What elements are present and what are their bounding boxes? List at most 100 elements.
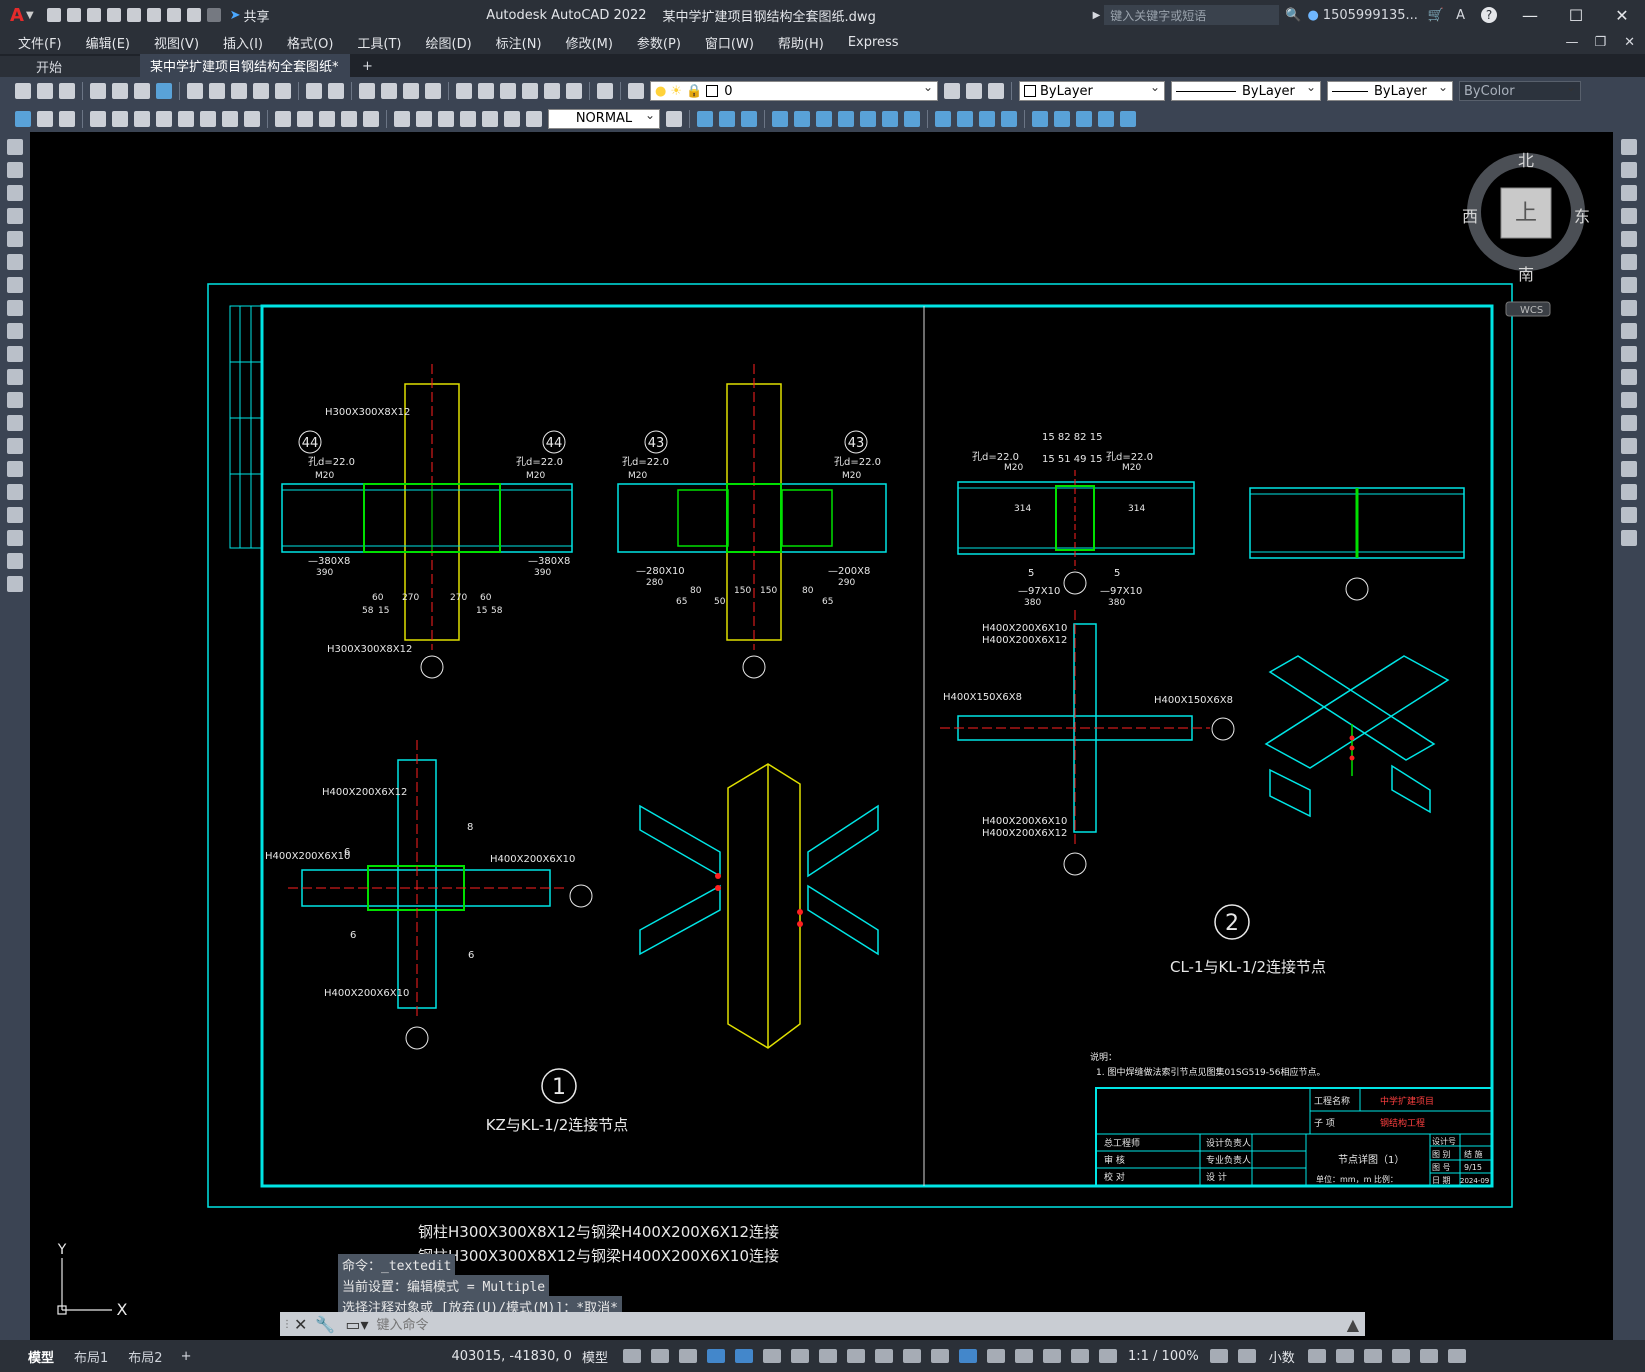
- insert-block-icon[interactable]: [7, 392, 23, 408]
- center-mark-icon[interactable]: [416, 110, 432, 127]
- menu-express[interactable]: Express: [847, 34, 899, 50]
- quick-properties-icon[interactable]: [1307, 1349, 1326, 1363]
- color-dropdown[interactable]: ByLayer: [1019, 80, 1165, 101]
- qnew-icon[interactable]: [15, 83, 31, 99]
- modify-18-icon[interactable]: [1098, 110, 1114, 127]
- stretch-icon[interactable]: [1621, 323, 1637, 339]
- new-file-icon[interactable]: [46, 8, 61, 22]
- offset-icon[interactable]: [1621, 208, 1637, 224]
- modify-17-icon[interactable]: [1076, 110, 1092, 127]
- sun-icon[interactable]: ☀: [670, 83, 682, 99]
- layout-icon[interactable]: [37, 110, 53, 127]
- modify-11-icon[interactable]: [935, 110, 951, 127]
- minimize-button[interactable]: —: [1522, 5, 1538, 25]
- undo-icon[interactable]: [186, 8, 201, 22]
- modify-15-icon[interactable]: [1032, 110, 1048, 127]
- hardware-acceleration-icon[interactable]: [1391, 1349, 1410, 1363]
- object-track-icon[interactable]: [818, 1349, 837, 1363]
- scale-icon[interactable]: [1621, 300, 1637, 316]
- menu-window[interactable]: 窗口(W): [704, 36, 754, 52]
- mtext-icon[interactable]: [7, 553, 23, 569]
- menu-parameter[interactable]: 参数(P): [636, 36, 681, 52]
- paste-icon[interactable]: [231, 83, 247, 99]
- chevron-down-icon[interactable]: ▼: [25, 9, 34, 21]
- model-space-button[interactable]: 模型: [581, 1350, 608, 1366]
- properties-icon[interactable]: [456, 83, 472, 99]
- menu-dimension[interactable]: 标注(N): [495, 36, 542, 52]
- selection-filter-icon[interactable]: [1014, 1349, 1033, 1363]
- break-icon[interactable]: [1621, 415, 1637, 431]
- coordinates-display[interactable]: 403015, -41830, 0: [451, 1348, 572, 1364]
- chevron-right-icon[interactable]: ▶: [1092, 9, 1101, 21]
- menu-tools[interactable]: 工具(T): [357, 36, 402, 52]
- modify-6-icon[interactable]: [816, 110, 832, 127]
- menu-modify[interactable]: 修改(M): [565, 36, 613, 52]
- dim-radius-icon[interactable]: [178, 110, 194, 127]
- scroll-up-icon[interactable]: ▲: [1346, 1314, 1359, 1334]
- lineweight-dropdown[interactable]: ByLayer: [1327, 80, 1453, 101]
- snap-icon[interactable]: [650, 1349, 669, 1363]
- dim-baseline-icon[interactable]: [297, 110, 313, 127]
- polar-icon[interactable]: [762, 1349, 781, 1363]
- modify-9-icon[interactable]: [882, 110, 898, 127]
- chamfer-icon[interactable]: [1621, 461, 1637, 477]
- layer-state-icon[interactable]: [988, 83, 1004, 99]
- ortho-icon[interactable]: [734, 1349, 753, 1363]
- modify-1-icon[interactable]: [697, 110, 713, 127]
- grid-icon[interactable]: [622, 1349, 641, 1363]
- open-file-icon[interactable]: [66, 8, 81, 22]
- compass-east[interactable]: 东: [1574, 207, 1590, 226]
- jogged-linear-icon[interactable]: [460, 110, 476, 127]
- join-icon[interactable]: [1621, 438, 1637, 454]
- zoom-realtime-icon[interactable]: [381, 83, 397, 99]
- modify-2-icon[interactable]: [719, 110, 735, 127]
- dim-space-icon[interactable]: [341, 110, 357, 127]
- new-tab-button[interactable]: +: [362, 59, 373, 74]
- undo-icon[interactable]: [306, 83, 322, 99]
- compass-west[interactable]: 西: [1462, 207, 1478, 226]
- floating-text-1[interactable]: 钢柱H300X300X8X12与钢梁H400X200X6X12连接: [418, 1223, 779, 1241]
- doc-minimize-button[interactable]: —: [1565, 34, 1579, 50]
- modify-5-icon[interactable]: [794, 110, 810, 127]
- drawing-canvas[interactable]: 44 44 H300X300X8X12 H300X300X8X12 孔d=22.…: [30, 132, 1613, 1340]
- dim-text-edit-icon[interactable]: [504, 110, 520, 127]
- lock-ui-icon[interactable]: [1335, 1349, 1354, 1363]
- dim-edit-icon[interactable]: [482, 110, 498, 127]
- osnap-icon[interactable]: [846, 1349, 865, 1363]
- copy-icon[interactable]: [1621, 162, 1637, 178]
- isolate-icon[interactable]: [1363, 1349, 1382, 1363]
- trim-icon[interactable]: [1621, 346, 1637, 362]
- spline-icon[interactable]: [7, 323, 23, 339]
- compass-south[interactable]: 南: [1518, 265, 1534, 284]
- tab-model[interactable]: 模型: [28, 1350, 55, 1366]
- layer-previous-icon[interactable]: [966, 83, 982, 99]
- dynamic-input-icon[interactable]: [706, 1349, 725, 1363]
- tab-start[interactable]: 开始: [0, 56, 140, 77]
- dim-ordinate-icon[interactable]: [156, 110, 172, 127]
- modify-13-icon[interactable]: [979, 110, 995, 127]
- modify-16-icon[interactable]: [1054, 110, 1070, 127]
- construction-line-icon[interactable]: [7, 162, 23, 178]
- auto-scale-icon[interactable]: [1098, 1349, 1117, 1363]
- share-button[interactable]: 共享: [243, 9, 270, 25]
- 3d-dwf-icon[interactable]: [156, 83, 172, 99]
- tool-palettes-icon[interactable]: [500, 83, 516, 99]
- menu-file[interactable]: 文件(F): [18, 36, 62, 52]
- design-center-icon[interactable]: [478, 83, 494, 99]
- customization-icon[interactable]: [1447, 1349, 1466, 1363]
- make-block-icon[interactable]: [7, 415, 23, 431]
- tab-layout2[interactable]: 布局2: [128, 1350, 163, 1366]
- region-icon[interactable]: [7, 507, 23, 523]
- inspection-icon[interactable]: [438, 110, 454, 127]
- compass-north[interactable]: 北: [1518, 151, 1534, 170]
- layer-properties-icon[interactable]: [628, 83, 644, 99]
- close-button[interactable]: ✕: [1615, 5, 1629, 25]
- revcloud-icon[interactable]: [7, 300, 23, 316]
- dynamic-ucs-icon[interactable]: [986, 1349, 1005, 1363]
- extend-icon[interactable]: [1621, 369, 1637, 385]
- hatch-icon[interactable]: [7, 461, 23, 477]
- calculator-icon[interactable]: [566, 83, 582, 99]
- wcs-menu[interactable]: [1505, 301, 1551, 317]
- sheet-set-icon[interactable]: [522, 83, 538, 99]
- maximize-button[interactable]: ☐: [1568, 5, 1584, 25]
